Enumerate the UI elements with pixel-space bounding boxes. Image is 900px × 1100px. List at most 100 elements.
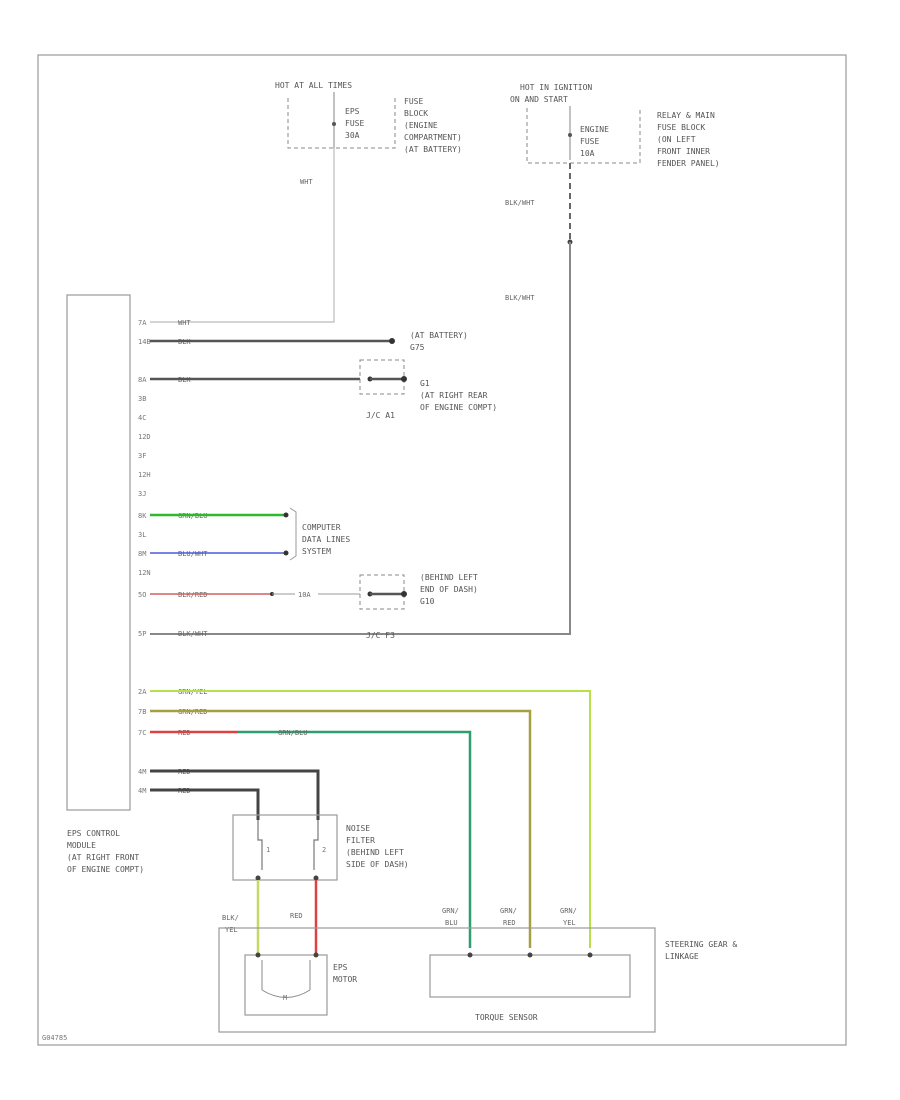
- jc-a1-label: J/C A1: [366, 411, 395, 420]
- svg-text:(BEHIND LEFT: (BEHIND LEFT: [420, 573, 478, 582]
- svg-text:WHT: WHT: [178, 319, 191, 327]
- diagram-frame: [37, 54, 847, 1046]
- svg-text:8K: 8K: [138, 512, 147, 520]
- svg-text:FRONT INNER: FRONT INNER: [657, 147, 710, 156]
- eps-control-module-label: EPS CONTROL MODULE (AT RIGHT FRONT OF EN…: [67, 829, 144, 874]
- svg-text:5O: 5O: [138, 591, 146, 599]
- svg-text:BLK/WHT: BLK/WHT: [178, 630, 208, 638]
- eps-fuse-label: EPS FUSE 30A: [345, 107, 364, 140]
- svg-text:BLU/WHT: BLU/WHT: [178, 550, 208, 558]
- torque-sensor-box: [429, 954, 631, 998]
- svg-text:7C: 7C: [138, 729, 146, 737]
- svg-text:(AT RIGHT FRONT: (AT RIGHT FRONT: [67, 853, 139, 862]
- svg-text:YEL: YEL: [563, 919, 576, 927]
- svg-text:FUSE: FUSE: [345, 119, 364, 128]
- svg-text:FILTER: FILTER: [346, 836, 375, 845]
- wire-grn-red: [150, 709, 532, 948]
- svg-text:YEL: YEL: [225, 926, 238, 934]
- svg-text:SIDE OF DASH): SIDE OF DASH): [346, 860, 409, 869]
- svg-text:FUSE: FUSE: [580, 137, 599, 146]
- svg-text:GRN/: GRN/: [442, 907, 459, 915]
- svg-text:3J: 3J: [138, 490, 146, 498]
- svg-text:FUSE: FUSE: [404, 97, 423, 106]
- computer-data-lines-label: COMPUTER DATA LINES SYSTEM: [302, 523, 350, 556]
- wire-label-blk-wht-mid: BLK/WHT: [505, 294, 535, 302]
- svg-text:HOT IN IGNITION: HOT IN IGNITION: [520, 83, 592, 92]
- wire-red-4m-2: [150, 788, 260, 820]
- eps-motor-box: [244, 954, 328, 1016]
- steering-gear-box: [218, 927, 656, 1033]
- svg-text:ON AND START: ON AND START: [510, 95, 568, 104]
- noise-filter-box: [232, 814, 338, 881]
- diagram-code: G04785: [42, 1034, 67, 1042]
- wire-red-4m-1: [150, 769, 320, 820]
- svg-text:MODULE: MODULE: [67, 841, 96, 850]
- svg-text:G1: G1: [420, 379, 430, 388]
- svg-text:COMPUTER: COMPUTER: [302, 523, 341, 532]
- svg-text:4C: 4C: [138, 414, 146, 422]
- svg-text:RELAY & MAIN: RELAY & MAIN: [657, 111, 715, 120]
- svg-text:END OF DASH): END OF DASH): [420, 585, 478, 594]
- svg-text:BLOCK: BLOCK: [404, 109, 428, 118]
- noise-filter-label: NOISE FILTER (BEHIND LEFT SIDE OF DASH): [346, 824, 409, 869]
- svg-text:12N: 12N: [138, 569, 151, 577]
- svg-text:EPS: EPS: [333, 963, 348, 972]
- wire-label-wht: WHT: [300, 178, 313, 186]
- svg-text:5P: 5P: [138, 630, 146, 638]
- svg-text:7B: 7B: [138, 708, 146, 716]
- svg-text:2A: 2A: [138, 688, 147, 696]
- svg-text:(ON LEFT: (ON LEFT: [657, 135, 696, 144]
- wire-label-grn-blu-2: GRN/BLU: [278, 729, 308, 737]
- wire-grn-yel: [150, 690, 591, 948]
- motor-wire-label-right: RED: [290, 912, 303, 920]
- noise-filter-pin1: 1: [266, 846, 270, 854]
- svg-text:FENDER PANEL): FENDER PANEL): [657, 159, 720, 168]
- hot-in-ignition-label: HOT IN IGNITION ON AND START: [510, 83, 592, 104]
- noise-filter-pin2: 2: [322, 846, 326, 854]
- svg-text:OF ENGINE COMPT): OF ENGINE COMPT): [420, 403, 497, 412]
- svg-text:10A: 10A: [580, 149, 595, 158]
- svg-text:SYSTEM: SYSTEM: [302, 547, 331, 556]
- svg-text:BLK/: BLK/: [222, 914, 239, 922]
- svg-text:(ENGINE: (ENGINE: [404, 121, 438, 130]
- svg-text:GRN/: GRN/: [500, 907, 517, 915]
- svg-text:ENGINE: ENGINE: [580, 125, 609, 134]
- svg-text:LINKAGE: LINKAGE: [665, 952, 699, 961]
- eps-motor-label: EPS MOTOR: [333, 963, 357, 984]
- motor-wire-label-left: BLK/ YEL: [222, 914, 239, 934]
- svg-text:NOISE: NOISE: [346, 824, 370, 833]
- wire-wht: [150, 148, 335, 323]
- hot-at-all-times-label: HOT AT ALL TIMES: [275, 81, 352, 90]
- steering-gear-label: STEERING GEAR & LINKAGE: [665, 940, 737, 961]
- svg-text:G10: G10: [420, 597, 435, 606]
- svg-text:8M: 8M: [138, 550, 146, 558]
- ground-g75-label: (AT BATTERY) G75: [410, 331, 468, 352]
- svg-text:STEERING GEAR &: STEERING GEAR &: [665, 940, 737, 949]
- eps-control-module-box: [66, 294, 131, 811]
- svg-text:BLU: BLU: [445, 919, 458, 927]
- svg-text:GRN/: GRN/: [560, 907, 577, 915]
- svg-text:3F: 3F: [138, 452, 146, 460]
- module-pins: 7A 14B 8A 3B 4C 12D 3F 12H 3J 8K 3L 8M 1…: [138, 319, 151, 795]
- svg-text:EPS CONTROL: EPS CONTROL: [67, 829, 120, 838]
- svg-text:12D: 12D: [138, 433, 151, 441]
- jc-f3-outline: [359, 574, 405, 610]
- fuse-block-engine-compartment-label: FUSE BLOCK (ENGINE COMPARTMENT) (AT BATT…: [404, 97, 462, 154]
- relay-main-fuse-block-label: RELAY & MAIN FUSE BLOCK (ON LEFT FRONT I…: [657, 111, 720, 168]
- svg-text:OF ENGINE COMPT): OF ENGINE COMPT): [67, 865, 144, 874]
- svg-text:(AT BATTERY): (AT BATTERY): [410, 331, 468, 340]
- fuse-10a-label: 10A: [298, 591, 311, 599]
- svg-text:(BEHIND LEFT: (BEHIND LEFT: [346, 848, 404, 857]
- svg-text:7A: 7A: [138, 319, 147, 327]
- svg-text:FUSE BLOCK: FUSE BLOCK: [657, 123, 705, 132]
- svg-text:8A: 8A: [138, 376, 147, 384]
- svg-text:3B: 3B: [138, 395, 146, 403]
- svg-text:BLK/RED: BLK/RED: [178, 591, 208, 599]
- svg-text:COMPARTMENT): COMPARTMENT): [404, 133, 462, 142]
- svg-text:14B: 14B: [138, 338, 151, 346]
- torque-sensor-label: TORQUE SENSOR: [475, 1013, 538, 1022]
- svg-text:(AT RIGHT REAR: (AT RIGHT REAR: [420, 391, 488, 400]
- svg-text:G75: G75: [410, 343, 425, 352]
- svg-text:DATA LINES: DATA LINES: [302, 535, 350, 544]
